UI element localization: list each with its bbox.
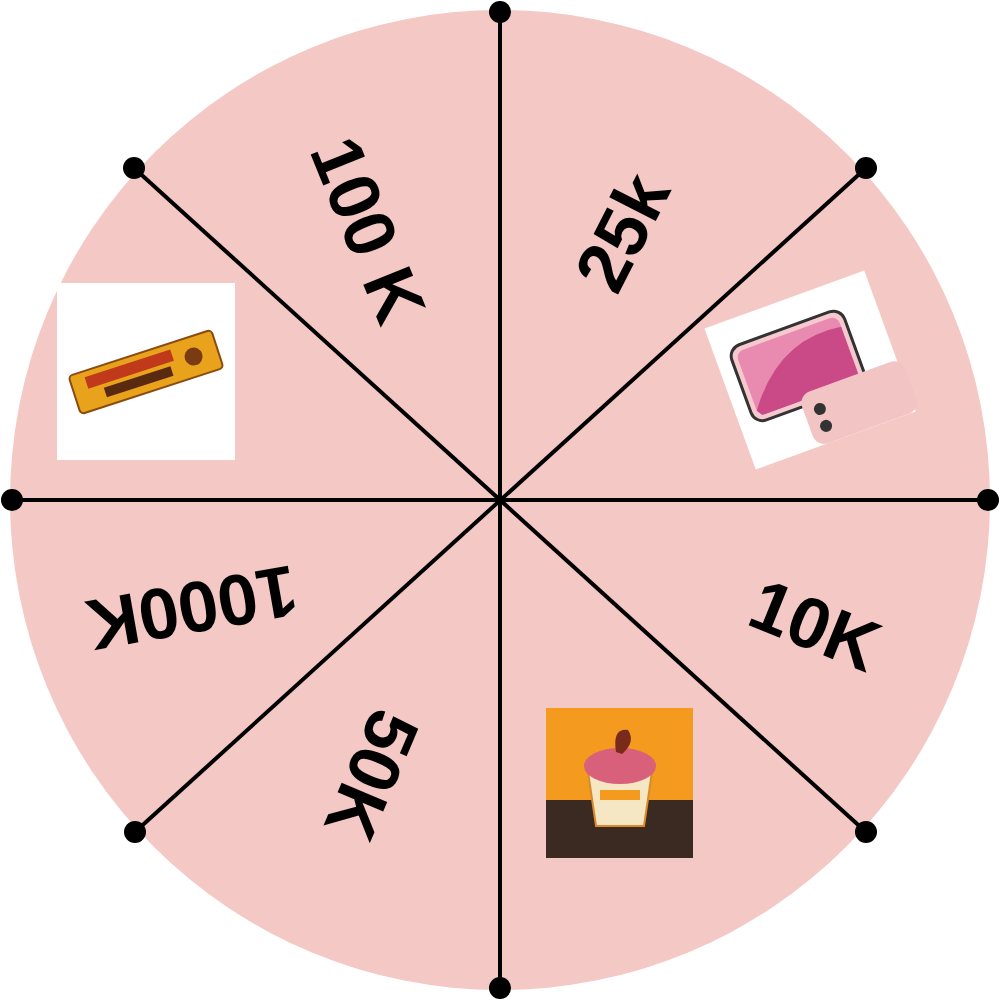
wheel-spokes xyxy=(12,12,988,988)
chocolate-picture xyxy=(57,283,235,460)
ice-cream-picture xyxy=(546,708,693,858)
phone-picture xyxy=(704,269,920,470)
wheel-disc xyxy=(10,10,990,990)
